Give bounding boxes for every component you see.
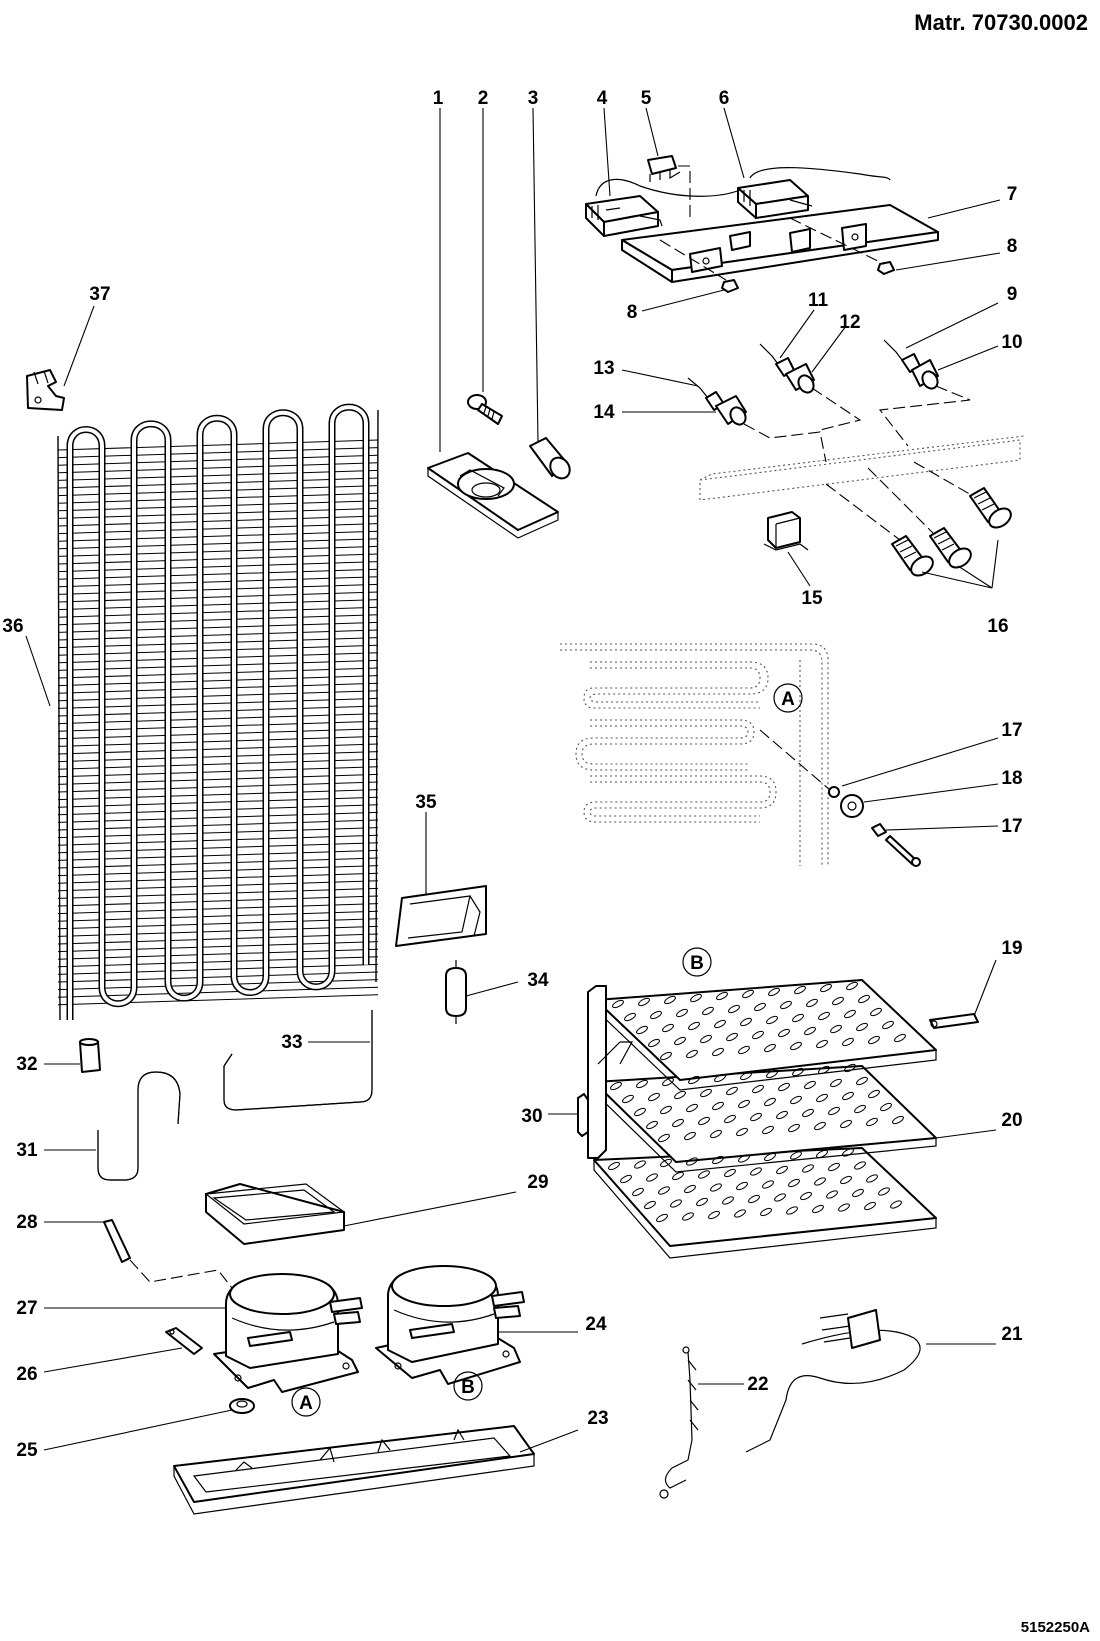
callout-17b: 17	[1001, 816, 1022, 837]
callout-35: 35	[415, 792, 437, 813]
callout-15: 15	[801, 588, 823, 609]
marker-a-evaporator: A	[773, 683, 803, 713]
callout-2: 2	[478, 88, 489, 109]
callout-21: 21	[1001, 1324, 1023, 1345]
callout-18: 18	[1001, 768, 1022, 789]
callout-24: 24	[585, 1314, 607, 1335]
callout-16: 16	[987, 616, 1008, 637]
screw-part	[467, 394, 503, 425]
power-cord-part	[745, 1309, 921, 1453]
bracket-part	[26, 369, 65, 411]
base-plate-part	[173, 1425, 535, 1515]
callout-28: 28	[16, 1212, 37, 1233]
callout-25: 25	[16, 1440, 38, 1461]
small-parts	[165, 1327, 255, 1414]
compressor-b	[375, 1265, 525, 1385]
callout-34: 34	[527, 970, 549, 991]
cover-part	[395, 885, 487, 947]
callout-33: 33	[281, 1032, 302, 1053]
callout-leaders	[25, 107, 1001, 1453]
callout-32: 32	[16, 1054, 37, 1075]
marker-b-compressor: B	[453, 1371, 483, 1401]
section-markers: A B A B	[291, 683, 803, 1417]
callout-4: 4	[597, 88, 608, 109]
shelves-part	[577, 979, 979, 1259]
callout-31: 31	[16, 1140, 38, 1161]
callout-27: 27	[16, 1298, 37, 1319]
marker-a-compressor: A	[291, 1387, 321, 1417]
callout-22: 22	[747, 1374, 768, 1395]
pipes-part	[79, 960, 467, 1289]
matr-number: Matr. 70730.0002	[914, 10, 1088, 35]
callout-29: 29	[527, 1172, 548, 1193]
callout-1: 1	[433, 88, 444, 109]
callout-14: 14	[593, 402, 615, 423]
bulbs	[891, 487, 1012, 577]
callout-20: 20	[1001, 1110, 1022, 1131]
evaporator-part	[560, 643, 921, 867]
lamp-housing-part	[687, 339, 1025, 577]
svg-text:B: B	[461, 1377, 475, 1398]
condenser-wires	[57, 409, 379, 1021]
cap-part	[529, 437, 571, 480]
condenser-part	[57, 403, 379, 1021]
drawing-code: 5152250A	[1021, 1619, 1090, 1636]
thermal-fuse-part	[659, 1346, 699, 1499]
callout-numbers: 1 2 3 4 5 6 7 8 8 9 10 11 12 13 14 15 16…	[2, 88, 1023, 1461]
callout-10: 10	[1001, 332, 1022, 353]
callout-26: 26	[16, 1364, 37, 1385]
drip-tray-part	[204, 1183, 346, 1245]
thermostat-bracket-part	[585, 155, 939, 293]
callout-17a: 17	[1001, 720, 1022, 741]
svg-text:B: B	[690, 953, 704, 974]
callout-8a: 8	[1007, 236, 1018, 257]
svg-text:A: A	[781, 689, 795, 710]
compressor-a	[213, 1273, 363, 1393]
callout-5: 5	[641, 88, 652, 109]
condenser-serpentine	[66, 403, 370, 1020]
callout-9: 9	[1007, 284, 1018, 305]
callout-37: 37	[89, 284, 110, 305]
callout-11: 11	[808, 290, 829, 311]
shelf-slots	[608, 981, 906, 1223]
callout-30: 30	[521, 1106, 542, 1127]
callout-3: 3	[528, 88, 539, 109]
svg-text:A: A	[299, 1393, 313, 1414]
callout-6: 6	[719, 88, 730, 109]
callout-7: 7	[1007, 184, 1018, 205]
callout-8b: 8	[627, 302, 638, 323]
tray-part	[427, 452, 559, 539]
callout-23: 23	[587, 1408, 608, 1429]
callout-36: 36	[2, 616, 23, 637]
marker-b-shelves: B	[682, 947, 712, 977]
callout-19: 19	[1001, 938, 1022, 959]
callout-12: 12	[839, 312, 860, 333]
callout-13: 13	[593, 358, 614, 379]
